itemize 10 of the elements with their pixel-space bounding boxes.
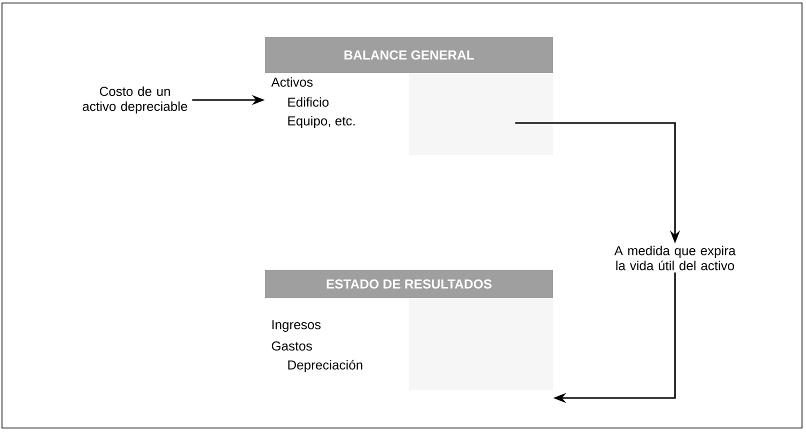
node-label: Gastos <box>272 341 312 351</box>
statement-box: BALANCE GENERAL Activos Edificio Equipo, etc. <box>265 37 553 155</box>
statement-box: ESTADO DE RESULTADOS Ingresos Gastos Depreciación <box>265 270 553 390</box>
caption-text: Costo de un activo depreciable <box>82 86 188 114</box>
node-label: Activos <box>271 77 313 87</box>
node-label: Ingresos <box>272 320 321 332</box>
node-label: Depreciación <box>288 360 362 372</box>
caption-text: A medida que expira la vida útil del activo <box>614 246 736 270</box>
node-label: Edificio <box>288 97 329 107</box>
node-label: Equipo, etc. <box>288 116 355 128</box>
